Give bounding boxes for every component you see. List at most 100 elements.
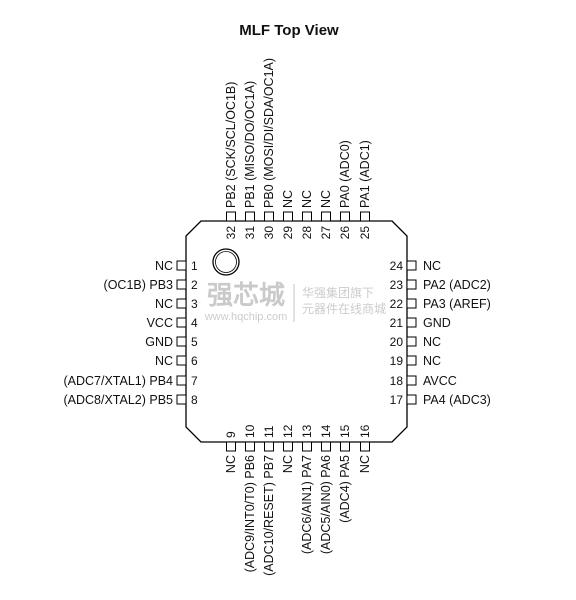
pin-pad xyxy=(176,317,187,328)
pin-number: 10 xyxy=(243,424,257,438)
pin-label: GND xyxy=(145,335,173,349)
pin-number: 17 xyxy=(390,393,404,407)
pin-number: 27 xyxy=(319,226,333,240)
pin-pad xyxy=(264,441,274,452)
pin-pad xyxy=(176,298,187,309)
pin-label: NC xyxy=(224,455,238,473)
pin-number: 3 xyxy=(191,297,198,311)
pin-number: 11 xyxy=(262,425,276,438)
pin-number: 26 xyxy=(338,226,352,240)
pin-pad xyxy=(406,375,417,386)
pin-number: 24 xyxy=(390,259,404,273)
pin-label: NC xyxy=(155,297,173,311)
pin-pad xyxy=(176,394,187,405)
pin-label: PB1 (MISO/DO/OC1A) xyxy=(243,81,257,208)
pin-pad xyxy=(406,394,417,405)
pin-label: NC xyxy=(281,455,295,473)
watermark-brand: 强芯城 xyxy=(207,280,285,310)
pin-number: 9 xyxy=(224,431,238,438)
pin-pad xyxy=(321,211,331,222)
pin-label: (ADC10/RESET) PB7 xyxy=(262,455,276,576)
pin-label: PA0 (ADC0) xyxy=(338,140,352,208)
pin-label: NC xyxy=(423,259,441,273)
pin-label: NC xyxy=(155,354,173,368)
pin-number: 12 xyxy=(281,424,295,438)
pin-label: GND xyxy=(423,316,451,330)
pin-label: NC xyxy=(423,354,441,368)
pin-number: 1 xyxy=(191,259,198,273)
pin-label: PA1 (ADC1) xyxy=(358,140,372,208)
pin-pad xyxy=(340,441,350,452)
pin-pad xyxy=(406,298,417,309)
pin-pad xyxy=(176,336,187,347)
pin-pad xyxy=(226,211,236,222)
pin-pad xyxy=(283,441,293,452)
pin-number: 16 xyxy=(358,424,372,438)
pin1-indicator-inner xyxy=(215,251,237,273)
pin-pad xyxy=(176,355,187,366)
pin-label: (ADC9/INT0/T0) PB6 xyxy=(243,455,257,572)
pin-pad xyxy=(283,211,293,222)
pin-label: NC xyxy=(300,190,314,208)
pin-number: 25 xyxy=(358,226,372,240)
watermark-tagline-1: 华强集团旗下 xyxy=(302,285,374,300)
pin-number: 30 xyxy=(262,226,276,240)
pin-label: PA2 (ADC2) xyxy=(423,278,491,292)
pin-number: 13 xyxy=(300,424,314,438)
pin-pad xyxy=(302,211,312,222)
pin-label: PB0 (MOSI/DI/SDA/OC1A) xyxy=(262,58,276,208)
pin-number: 32 xyxy=(224,226,238,240)
pin-number: 6 xyxy=(191,354,198,368)
pin-label: VCC xyxy=(147,316,173,330)
pin-pad xyxy=(176,375,187,386)
pin-pad xyxy=(226,441,236,452)
pin-number: 8 xyxy=(191,393,198,407)
pin-label: NC xyxy=(155,259,173,273)
pin-number: 7 xyxy=(191,374,198,388)
pin-label: NC xyxy=(423,335,441,349)
pin-label: NC xyxy=(358,455,372,473)
watermark-url: www.hqchip.com xyxy=(204,311,288,323)
pin-pad xyxy=(302,441,312,452)
pin-pad xyxy=(360,441,370,452)
pin-label: PB2 (SCK/SCL/OC1B) xyxy=(224,82,238,208)
watermark-tagline-2: 元器件在线商城 xyxy=(302,301,386,316)
pin-number: 22 xyxy=(390,297,404,311)
pin-number: 2 xyxy=(191,278,198,292)
pin-number: 29 xyxy=(281,226,295,240)
pin-pad xyxy=(406,260,417,271)
pin-pad xyxy=(406,317,417,328)
pin-label: NC xyxy=(319,190,333,208)
pin-label: AVCC xyxy=(423,374,457,388)
pin-label: NC xyxy=(281,190,295,208)
pin-pad xyxy=(406,279,417,290)
pin-number: 21 xyxy=(390,316,404,330)
pin-pad xyxy=(340,211,350,222)
pin-label: PA3 (AREF) xyxy=(423,297,491,311)
pin-pad xyxy=(406,355,417,366)
pin-pad xyxy=(176,260,187,271)
watermark: 强芯城 www.hqchip.com 华强集团旗下 元器件在线商城 xyxy=(204,280,386,323)
pin-number: 28 xyxy=(300,226,314,240)
pin-pad xyxy=(245,441,255,452)
pin-number: 23 xyxy=(390,278,404,292)
pin-label: PA4 (ADC3) xyxy=(423,393,491,407)
pin-number: 19 xyxy=(390,354,404,368)
diagram-title: MLF Top View xyxy=(239,22,339,39)
pin-label: (ADC6/AIN1) PA7 xyxy=(300,455,314,554)
pin-number: 15 xyxy=(338,424,352,438)
pin-number: 5 xyxy=(191,335,198,349)
pin-label: (OC1B) PB3 xyxy=(104,278,174,292)
pin-number: 20 xyxy=(390,335,404,349)
pin-label: (ADC5/AIN0) PA6 xyxy=(319,455,333,554)
pin-number: 4 xyxy=(191,316,198,330)
pin-label: (ADC7/XTAL1) PB4 xyxy=(63,374,173,388)
pin-number: 31 xyxy=(243,226,257,240)
pin-pad xyxy=(321,441,331,452)
pin-pad xyxy=(245,211,255,222)
pin-pad xyxy=(264,211,274,222)
pin-pad xyxy=(360,211,370,222)
pin-label: (ADC4) PA5 xyxy=(338,455,352,523)
